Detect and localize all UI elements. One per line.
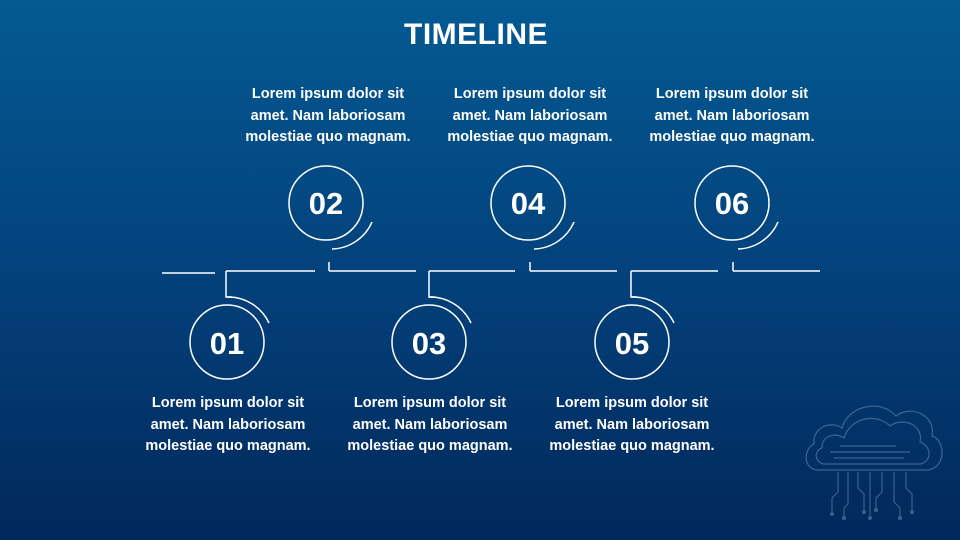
step-05-text: Lorem ipsum dolor sit amet. Nam laborios… [549,395,715,454]
milestone-circle-05 [594,304,670,380]
milestone-arc-01 [226,296,270,324]
milestone-circle-02 [288,165,364,241]
slide-title: TIMELINE [404,18,548,51]
step-02-number: 02 [308,186,344,221]
cloud-circuit-icon [805,405,943,520]
step-03-text: Lorem ipsum dolor sit amet. Nam laborios… [347,395,513,454]
milestone-circle-01 [189,304,265,380]
milestone-arc-03 [428,296,472,324]
milestone-circle-06 [694,165,770,241]
milestone-arc-06 [737,221,779,250]
milestone-circle-03 [391,304,467,380]
connector-03 [428,271,435,298]
step-04-text: Lorem ipsum dolor sit amet. Nam laborios… [447,86,613,145]
milestone-arc-02 [331,221,373,250]
step-03-number: 03 [411,326,447,361]
connector-05 [630,271,637,298]
milestone-arc-05 [631,296,675,324]
step-02-text: Lorem ipsum dolor sit amet. Nam laborios… [245,86,411,145]
step-06-text: Lorem ipsum dolor sit amet. Nam laborios… [649,86,815,145]
connector-01 [225,271,232,298]
milestone-arc-04 [533,221,575,250]
step-06-number: 06 [714,186,750,221]
step-01-text: Lorem ipsum dolor sit amet. Nam laborios… [145,395,311,454]
step-04-number: 04 [510,186,546,221]
milestone-circle-04 [490,165,566,241]
step-05-number: 05 [614,326,650,361]
step-01-number: 01 [209,326,245,361]
